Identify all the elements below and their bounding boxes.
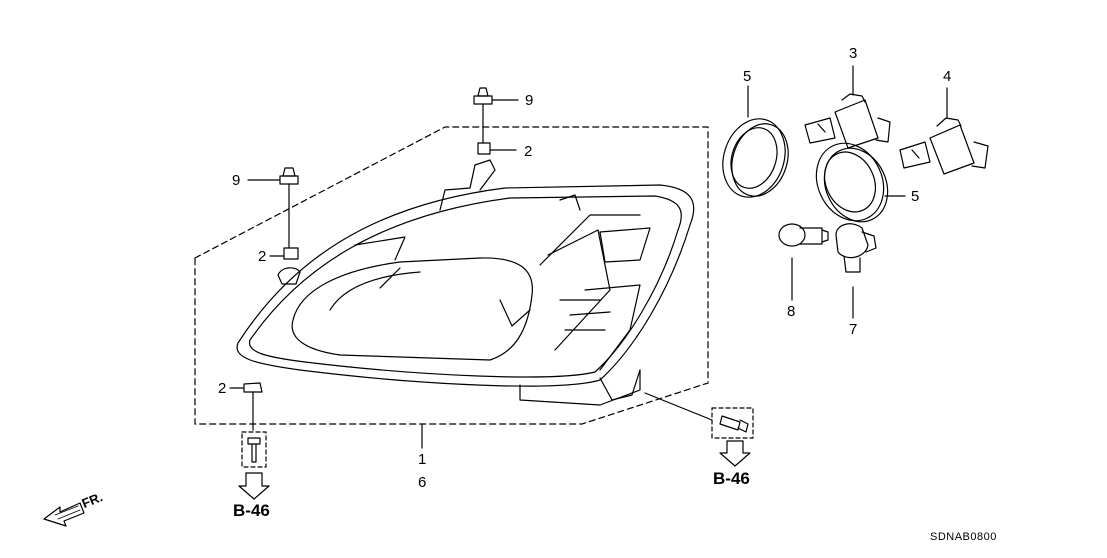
callout-2-bottom: 2	[218, 380, 227, 397]
seal-5-right	[815, 142, 889, 223]
seal-5-top	[722, 118, 789, 198]
callout-2-top: 2	[524, 143, 533, 160]
bolt-left	[247, 437, 261, 463]
callout-3: 3	[849, 45, 858, 62]
callout-1: 1	[418, 451, 427, 468]
diagram-code: SDNAB0800	[930, 531, 997, 543]
leader-bolt-right	[644, 392, 713, 421]
ref-arrow-left	[238, 472, 270, 500]
callout-4: 4	[943, 68, 952, 85]
headlight-housing	[236, 159, 695, 406]
clip-2-top	[477, 123, 491, 155]
bulb-3	[804, 93, 891, 149]
socket-7	[835, 223, 877, 273]
bolt-box-right	[711, 407, 754, 439]
clip-2-bottom	[243, 382, 263, 431]
callout-5-right: 5	[911, 188, 920, 205]
assembly-boundary	[194, 126, 709, 425]
ref-b46-left: B-46	[233, 501, 270, 520]
fr-arrow-icon	[43, 502, 85, 527]
bulb-8	[778, 223, 829, 247]
callout-7: 7	[849, 321, 858, 338]
clip-2-left	[277, 199, 301, 285]
callout-5-top: 5	[743, 68, 752, 85]
bolt-right	[719, 415, 749, 433]
callout-6: 6	[418, 474, 427, 491]
callout-9-left: 9	[232, 172, 241, 189]
callout-9-top: 9	[525, 92, 534, 109]
screw-9-top	[473, 87, 493, 125]
callout-2-left: 2	[258, 248, 267, 265]
bulb-4	[899, 117, 989, 175]
callout-8: 8	[787, 303, 796, 320]
ref-arrow-right	[719, 440, 751, 467]
bolt-box-left	[241, 431, 267, 468]
ref-b46-right: B-46	[713, 469, 750, 488]
screw-9-left	[279, 167, 299, 201]
